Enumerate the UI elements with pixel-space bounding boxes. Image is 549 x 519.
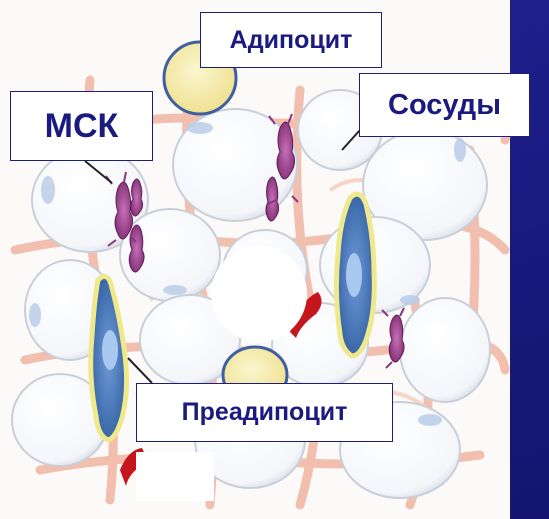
label-msc: МСК xyxy=(10,91,153,161)
label-vessels: Сосуды xyxy=(359,73,530,137)
white-overlay-oval xyxy=(211,246,307,342)
label-preadipocyte: Преадипоцит xyxy=(136,383,393,442)
white-overlay-rect xyxy=(136,452,214,501)
label-adipocyte: Адипоцит xyxy=(200,12,382,68)
